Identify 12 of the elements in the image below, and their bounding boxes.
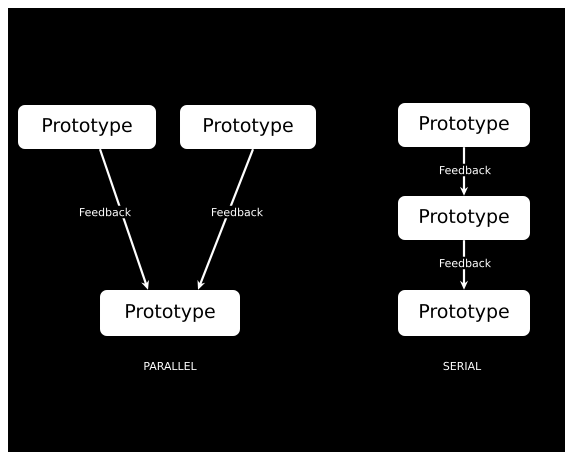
section-label: SERIAL <box>444 362 482 370</box>
prototype-box: Prototype <box>18 105 156 149</box>
prototype-box: Prototype <box>398 196 530 240</box>
prototype-box: Prototype <box>398 290 530 336</box>
edge-label: Feedback <box>436 164 494 176</box>
section-label: PARALLEL <box>144 362 197 370</box>
edge-label: Feedback <box>436 256 494 270</box>
prototype-box: Prototype <box>100 290 240 336</box>
edge-label: Feedback <box>76 206 134 218</box>
prototype-box: Prototype <box>398 103 530 147</box>
prototype-box: Prototype <box>180 105 316 149</box>
edge-label: Feedback <box>208 206 266 218</box>
